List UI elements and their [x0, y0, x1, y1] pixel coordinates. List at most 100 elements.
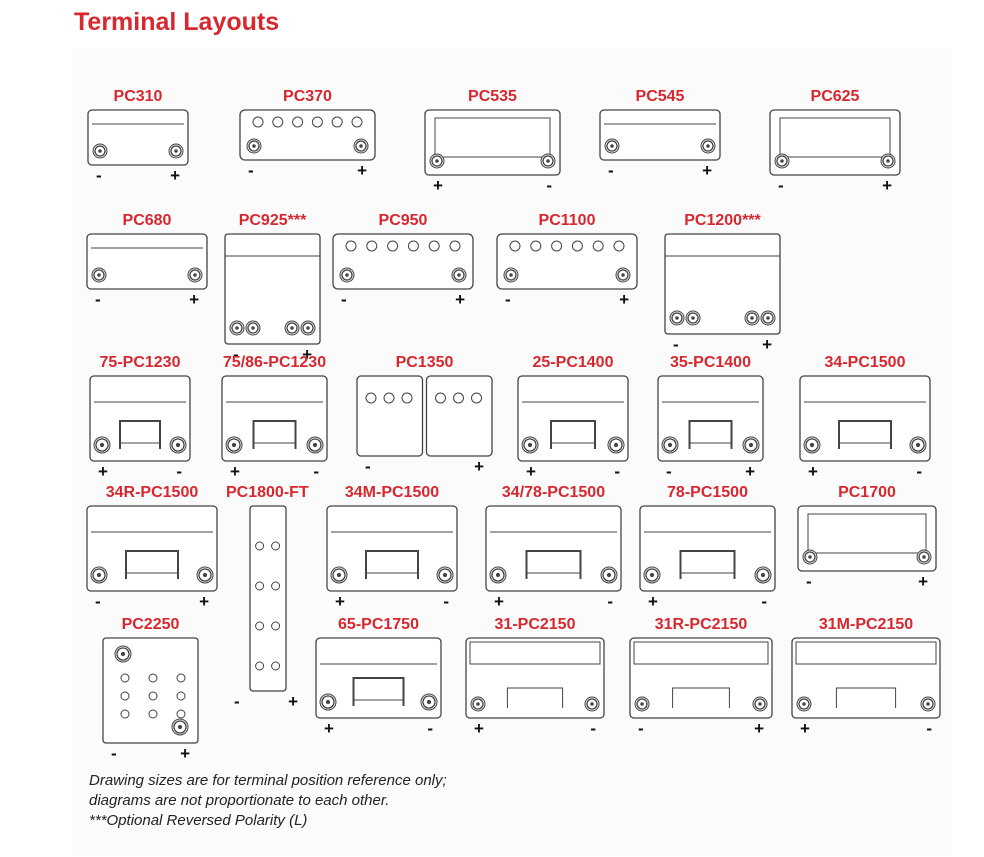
battery-drawing	[87, 109, 189, 166]
positive-terminal-mark: +	[230, 462, 240, 481]
positive-terminal-mark: +	[648, 592, 658, 611]
battery-13: PC1350-+	[356, 354, 493, 478]
battery-label: 31-PC2150	[494, 616, 576, 633]
negative-terminal-mark: -	[673, 335, 679, 354]
negative-terminal-mark: -	[176, 462, 182, 481]
battery-label: 75-PC1230	[99, 354, 181, 371]
battery-label: PC1200***	[684, 212, 761, 229]
negative-terminal-mark: -	[505, 290, 511, 309]
footnote-line-2: diagrams are not proportionate to each o…	[89, 792, 390, 809]
battery-drawing	[326, 505, 458, 592]
battery-drawing	[224, 233, 321, 345]
negative-terminal-mark: -	[96, 166, 102, 185]
battery-2: PC370 - +	[239, 88, 376, 182]
battery-drawing	[102, 637, 199, 744]
battery-drawing	[657, 375, 764, 462]
positive-terminal-mark: +	[474, 457, 484, 476]
battery-label: 31M-PC2150	[818, 616, 914, 633]
battery-18: PC1800-FT-+	[226, 484, 309, 713]
negative-terminal-mark: -	[778, 176, 784, 195]
battery-drawing	[332, 233, 474, 290]
positive-terminal-mark: +	[302, 345, 312, 364]
battery-label: 34M-PC1500	[344, 484, 440, 501]
battery-drawing	[356, 375, 493, 457]
negative-terminal-mark: -	[427, 719, 433, 738]
battery-label: 31R-PC2150	[654, 616, 748, 633]
battery-drawing	[239, 109, 376, 161]
page-title: Terminal Layouts	[74, 8, 280, 36]
battery-drawing	[89, 375, 191, 462]
footnote-line-3: ***Optional Reversed Polarity (L)	[89, 812, 308, 829]
battery-23: PC2250-+	[102, 616, 199, 765]
negative-terminal-mark: -	[313, 462, 319, 481]
battery-20: 34/78-PC1500+-	[485, 484, 622, 613]
battery-label: 75/86-PC1230	[222, 354, 327, 371]
positive-terminal-mark: +	[170, 166, 180, 185]
battery-label: PC2250	[121, 616, 180, 633]
negative-terminal-mark: -	[916, 462, 922, 481]
negative-terminal-mark: -	[638, 719, 644, 738]
battery-25: 31-PC2150+-	[465, 616, 605, 740]
battery-8: PC950 - +	[332, 212, 474, 311]
negative-terminal-mark: -	[614, 462, 620, 481]
battery-drawing	[86, 505, 218, 592]
positive-terminal-mark: +	[455, 290, 465, 309]
battery-label: PC950	[378, 212, 428, 229]
negative-terminal-mark: -	[590, 719, 596, 738]
negative-terminal-mark: -	[234, 692, 240, 711]
positive-terminal-mark: +	[335, 592, 345, 611]
negative-terminal-mark: -	[926, 719, 932, 738]
battery-7: PC925***-+	[224, 212, 321, 366]
battery-14: 25-PC1400+-	[517, 354, 629, 483]
battery-drawing	[629, 637, 773, 719]
battery-label: PC625	[810, 88, 860, 105]
battery-drawing	[799, 375, 931, 462]
battery-19: 34M-PC1500+-	[326, 484, 458, 613]
positive-terminal-mark: +	[745, 462, 755, 481]
negative-terminal-mark: -	[608, 161, 614, 180]
battery-label: PC1350	[395, 354, 454, 371]
battery-24: 65-PC1750 + -	[315, 616, 442, 740]
positive-terminal-mark: +	[98, 462, 108, 481]
battery-label: 34R-PC1500	[105, 484, 199, 501]
positive-terminal-mark: +	[357, 161, 367, 180]
negative-terminal-mark: -	[95, 592, 101, 611]
battery-6: PC680-+	[86, 212, 208, 311]
battery-4: PC545-+	[599, 88, 721, 182]
battery-11: 75-PC1230 + -	[89, 354, 191, 483]
battery-26: 31R-PC2150 - +	[629, 616, 773, 740]
positive-terminal-mark: +	[180, 744, 190, 763]
battery-9: PC1100-+	[496, 212, 638, 311]
battery-drawing	[221, 375, 328, 462]
negative-terminal-mark: -	[666, 462, 672, 481]
battery-21: 78-PC1500+-	[639, 484, 776, 613]
battery-label: PC310	[113, 88, 163, 105]
positive-terminal-mark: +	[619, 290, 629, 309]
positive-terminal-mark: +	[433, 176, 443, 195]
footnote-line-1: Drawing sizes are for terminal position …	[89, 772, 447, 789]
battery-label: 65-PC1750	[338, 616, 419, 633]
battery-drawing	[517, 375, 629, 462]
battery-15: 35-PC1400 - +	[657, 354, 764, 483]
battery-label: 34/78-PC1500	[501, 484, 606, 501]
battery-drawing	[86, 233, 208, 290]
battery-drawing	[791, 637, 941, 719]
positive-terminal-mark: +	[199, 592, 209, 611]
battery-drawing	[485, 505, 622, 592]
battery-label: 35-PC1400	[670, 354, 751, 371]
battery-label: 25-PC1400	[532, 354, 614, 371]
battery-drawing	[496, 233, 638, 290]
positive-terminal-mark: +	[762, 335, 772, 354]
battery-label: PC1700	[838, 484, 896, 501]
battery-label: PC370	[283, 88, 332, 105]
positive-terminal-mark: +	[754, 719, 764, 738]
negative-terminal-mark: -	[806, 572, 812, 591]
battery-16: 34-PC1500+-	[799, 354, 931, 483]
positive-terminal-mark: +	[324, 719, 334, 738]
battery-10: PC1200*** - +	[664, 212, 781, 356]
negative-terminal-mark: -	[341, 290, 347, 309]
battery-drawing	[315, 637, 442, 719]
battery-12: 75/86-PC1230 + -	[221, 354, 328, 483]
negative-terminal-mark: -	[248, 161, 254, 180]
negative-terminal-mark: -	[233, 345, 239, 364]
